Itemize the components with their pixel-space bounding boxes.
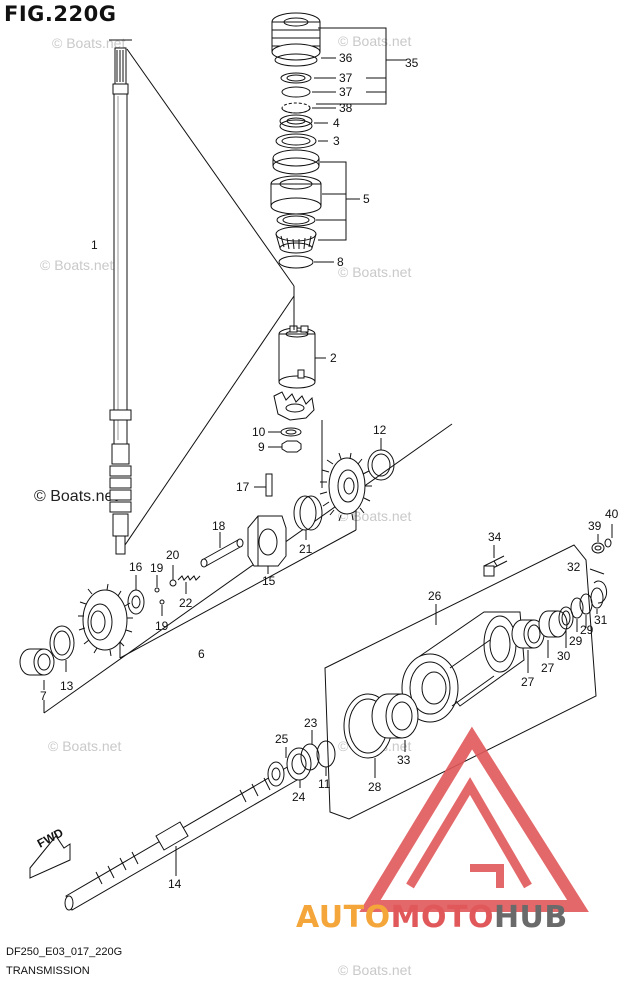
callout-36: 36 xyxy=(339,51,353,65)
callout-21: 21 xyxy=(299,542,313,556)
watermark: © Boats.net xyxy=(338,33,412,49)
callout-33: 33 xyxy=(397,753,411,767)
watermark: © Boats.net xyxy=(40,257,114,273)
callout-20: 20 xyxy=(166,548,180,562)
callout-32: 32 xyxy=(567,560,581,574)
footer-diagram-name: TRANSMISSION xyxy=(6,965,90,977)
roller-bearing xyxy=(371,693,419,739)
callout-19a: 19 xyxy=(150,561,164,575)
callout-26: 26 xyxy=(428,589,442,603)
callout-34: 34 xyxy=(488,530,502,544)
callout-12: 12 xyxy=(373,423,387,437)
callout-11: 11 xyxy=(318,777,331,791)
callout-6: 6 xyxy=(198,647,205,661)
brand-part-auto: AUTO xyxy=(296,900,391,935)
callout-5: 5 xyxy=(363,192,370,206)
callout-29b: 29 xyxy=(580,623,594,637)
callout-19b: 19 xyxy=(155,619,169,633)
forward-gear xyxy=(78,583,133,657)
brand-part-moto: MOTO xyxy=(390,900,494,935)
clutch-dog xyxy=(247,515,287,574)
brand-logo xyxy=(359,726,589,912)
callout-24: 24 xyxy=(292,790,306,804)
watermark: © Boats.net xyxy=(338,264,412,280)
callout-27a: 27 xyxy=(521,675,535,689)
pinion-gear xyxy=(273,391,315,421)
bevel-gear xyxy=(319,452,372,522)
upper-stack xyxy=(270,12,322,269)
callout-40: 40 xyxy=(605,507,619,521)
callout-27b: 27 xyxy=(541,661,555,675)
propeller-shaft xyxy=(64,761,305,911)
figure-title: FIG.220G xyxy=(4,2,117,26)
callout-25: 25 xyxy=(275,732,289,746)
brand-wordmark: AUTOMOTOHUB xyxy=(296,900,568,935)
callout-7: 7 xyxy=(40,689,47,703)
sleeve xyxy=(278,325,316,389)
footer-diagram-code: DF250_E03_017_220G xyxy=(6,946,123,958)
callout-37b: 37 xyxy=(339,85,353,99)
callout-2: 2 xyxy=(330,351,337,365)
needle-bearing-27b xyxy=(538,610,568,638)
callout-29a: 29 xyxy=(569,634,583,648)
callout-30: 30 xyxy=(557,649,571,663)
callout-14: 14 xyxy=(168,877,182,891)
needle-bearing xyxy=(19,648,55,676)
callout-22: 22 xyxy=(179,596,193,610)
callout-28: 28 xyxy=(368,780,382,794)
callout-17: 17 xyxy=(236,480,250,494)
shift-rod xyxy=(200,532,244,568)
callout-9: 9 xyxy=(258,440,265,454)
callout-39: 39 xyxy=(588,519,602,533)
callout-38: 38 xyxy=(339,101,353,115)
watermark-strong: © Boats.net xyxy=(34,488,118,505)
callout-3: 3 xyxy=(333,134,340,148)
callout-37a: 37 xyxy=(339,71,353,85)
callout-4: 4 xyxy=(333,116,340,130)
callout-16: 16 xyxy=(129,560,143,574)
callout-23: 23 xyxy=(304,716,318,730)
callout-18: 18 xyxy=(212,519,226,533)
callout-10: 10 xyxy=(252,425,266,439)
callout-15: 15 xyxy=(262,574,276,588)
callout-1: 1 xyxy=(91,238,98,252)
watermark: © Boats.net xyxy=(52,35,126,51)
bearing-housing xyxy=(401,611,525,723)
drive-shaft xyxy=(109,39,132,555)
callout-13: 13 xyxy=(60,679,74,693)
brand-part-hub: HUB xyxy=(493,900,568,935)
callout-31: 31 xyxy=(594,613,608,627)
watermark: © Boats.net xyxy=(338,962,412,978)
bolt xyxy=(483,545,508,577)
callout-35: 35 xyxy=(405,56,419,70)
watermark: © Boats.net xyxy=(48,738,122,754)
callout-8: 8 xyxy=(337,255,344,269)
